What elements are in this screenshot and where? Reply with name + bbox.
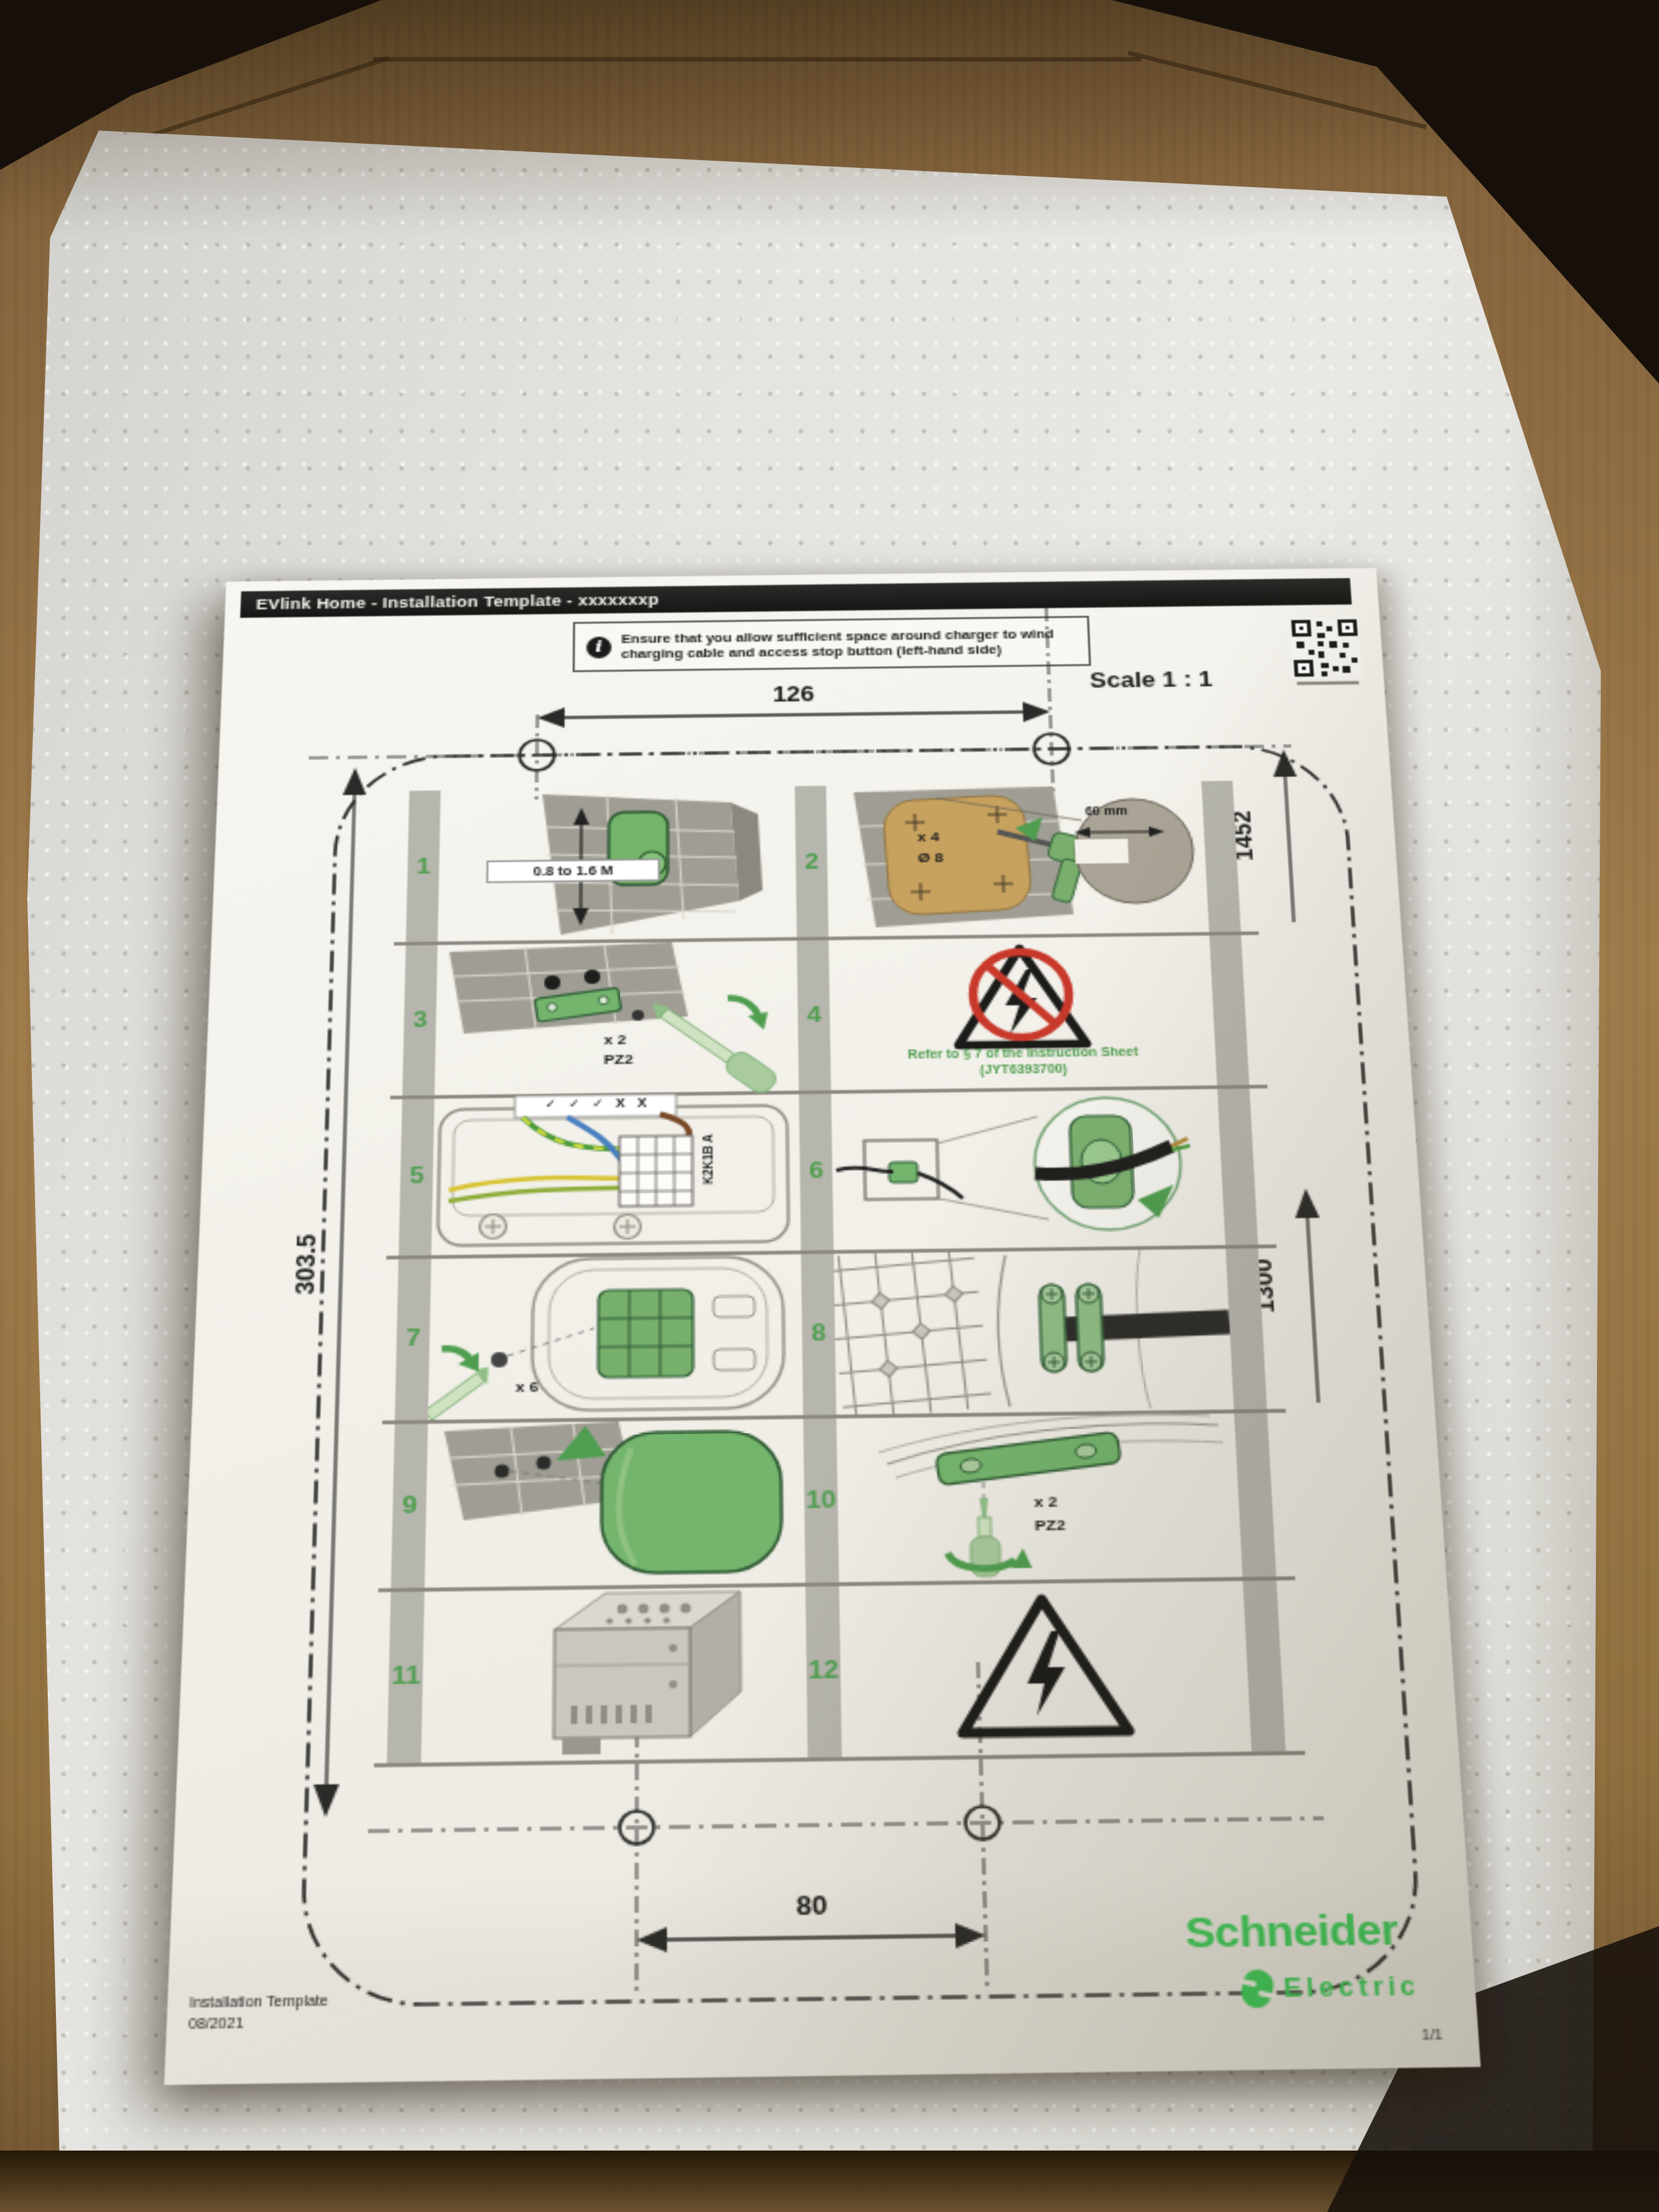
step7-illustration: [428, 1250, 803, 1420]
step-number-11: 11: [391, 1659, 421, 1690]
paper-template-icon: [882, 794, 1033, 916]
step12-panel: [839, 1577, 1251, 1757]
mount-height-label: 0.8 to 1.6 M: [486, 858, 660, 883]
step9-illustration: [442, 1415, 805, 1589]
step9-panel: [425, 1415, 805, 1589]
step-number-8: 8: [811, 1317, 826, 1346]
step-number-12: 12: [808, 1654, 839, 1685]
step5-panel: ✓ ✓ ✓ X X K2K1B A: [431, 1091, 801, 1255]
step-number-4: 4: [806, 1000, 821, 1028]
locking-plate-icon: [935, 1432, 1121, 1486]
schneider-wordmark: Schneider: [1184, 1906, 1399, 1958]
terminal-cover-icon: [598, 1289, 693, 1378]
step11-panel: [421, 1583, 808, 1763]
step-number-2: 2: [804, 848, 819, 874]
step1-illustration: [540, 786, 763, 941]
step-number-10: 10: [805, 1484, 837, 1514]
wire-type-checks: ✓ ✓ ✓ X X: [544, 1098, 651, 1112]
electric-wordmark: Electric: [1283, 1971, 1421, 2004]
bracket-qty-label: x 2: [603, 1031, 627, 1048]
drill-depth-label: 60 mm: [1085, 806, 1128, 819]
box-rim-edge: [373, 57, 1141, 61]
step3-panel: x 2 PZ2: [435, 937, 799, 1097]
step3-illustration: [448, 937, 799, 1097]
dim-template-height: 303.5: [287, 1233, 321, 1295]
drill-diameter-label: Ø 8: [917, 849, 944, 866]
step10-panel: x 2 PZ2: [836, 1409, 1243, 1584]
step-number-5: 5: [409, 1161, 425, 1189]
step6-panel: [831, 1085, 1226, 1250]
footer-doc-name: Installation Template: [189, 1995, 329, 2012]
step2-panel: x 4 Ø 8 60 mm: [826, 781, 1209, 936]
step6-illustration: [831, 1085, 1226, 1250]
step-number-7: 7: [405, 1323, 421, 1352]
installation-template-sheet: EVlink Home - Installation Template - xx…: [164, 568, 1481, 2085]
footer-block: Installation Template 08/2021: [188, 1993, 329, 2038]
bracket-bit-label: PZ2: [603, 1051, 634, 1068]
dim-top-width: 126: [772, 681, 815, 707]
charger-cover-icon: [601, 1431, 782, 1573]
step7-panel: x 6: [428, 1250, 803, 1420]
page-number: 1/1: [1421, 2029, 1444, 2044]
schneider-logo-icon: [1238, 1967, 1277, 2011]
step-number-9: 9: [402, 1489, 417, 1520]
step1-panel: 0.8 to 1.6 M: [438, 786, 797, 941]
lock-bit-label: PZ2: [1034, 1516, 1066, 1534]
cover-screws-qty-label: x 6: [515, 1378, 539, 1396]
footer-doc-date: 08/2021: [188, 2017, 244, 2034]
screw-icon: [490, 1352, 508, 1368]
step-number-6: 6: [808, 1155, 824, 1184]
drill-qty-label: x 4: [917, 829, 940, 845]
screwdriver-icon: [645, 998, 781, 1097]
step8-illustration: [834, 1245, 1231, 1414]
lock-qty-label: x 2: [1034, 1493, 1058, 1511]
step8-panel: [834, 1245, 1234, 1414]
dim-bottom-width: 80: [795, 1889, 828, 1921]
step5-illustration: [431, 1091, 801, 1255]
step-number-1: 1: [416, 853, 431, 879]
step-number-3: 3: [412, 1005, 428, 1032]
step4-panel: Refer to § 7 of the Instruction Sheet (J…: [828, 932, 1217, 1092]
terminal-labels: K2K1B A: [701, 1133, 716, 1185]
screwdriver-icon: [428, 1362, 498, 1420]
hazard-triangle-icon: [839, 1577, 1251, 1757]
step2-illustration: [853, 786, 1209, 928]
din-module-icon: [421, 1583, 808, 1755]
